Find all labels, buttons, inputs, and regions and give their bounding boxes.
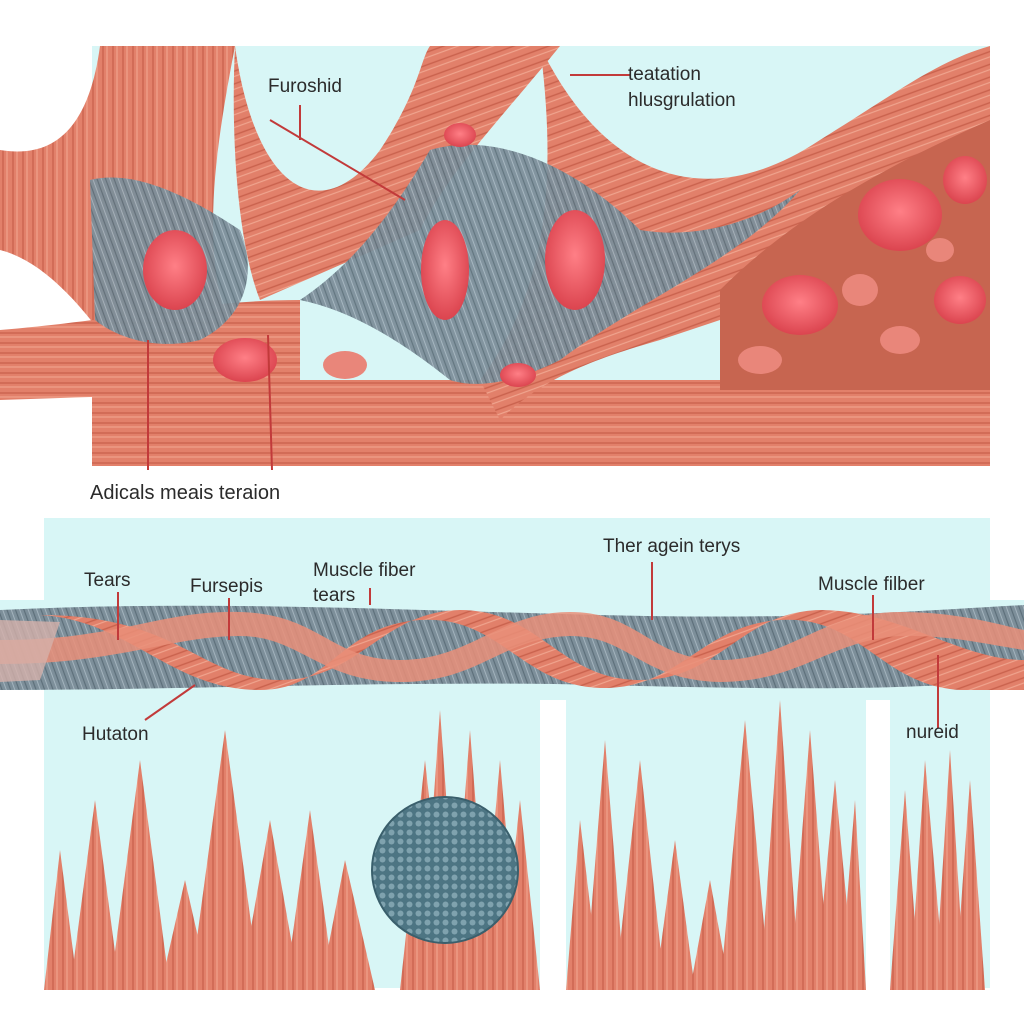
gap-right — [866, 700, 890, 990]
label-furoshid: Furoshid — [268, 76, 342, 97]
label-ther-agein-terys: Ther agein terys — [603, 536, 741, 557]
braided-fiber-strand — [0, 605, 1024, 690]
label-fursepis: Fursepis — [190, 576, 263, 597]
label-hlusgrulation: hlusgrulation — [628, 90, 736, 111]
label-tears: Tears — [84, 570, 131, 591]
vertical-fibers-middle — [566, 700, 866, 990]
label-hutaton: Hutaton — [82, 724, 149, 745]
label-nureid: nureid — [906, 722, 959, 743]
top-panel — [0, 46, 990, 471]
label-muscle-fiber-tears-line2: tears — [313, 585, 356, 606]
cross-section-lesion — [371, 796, 519, 944]
label-teatation: teatation — [628, 64, 701, 85]
right-cell-clusters — [738, 156, 987, 374]
bottom-panel — [0, 518, 1024, 990]
top-leader-lines — [147, 74, 630, 471]
central-arch-muscle — [233, 46, 560, 300]
top-tear-clots — [143, 123, 605, 387]
label-muscle-fiber-tears-line1: Muscle fiber — [313, 560, 416, 581]
vertical-fibers-right — [890, 750, 985, 990]
lower-muscle-band — [92, 380, 990, 466]
gap-left — [540, 700, 566, 990]
label-top-caption: Adicals meais teraion — [90, 482, 281, 504]
bottom-leader-lines — [117, 562, 939, 728]
label-muscle-fiber: Muscle filber — [818, 574, 925, 595]
